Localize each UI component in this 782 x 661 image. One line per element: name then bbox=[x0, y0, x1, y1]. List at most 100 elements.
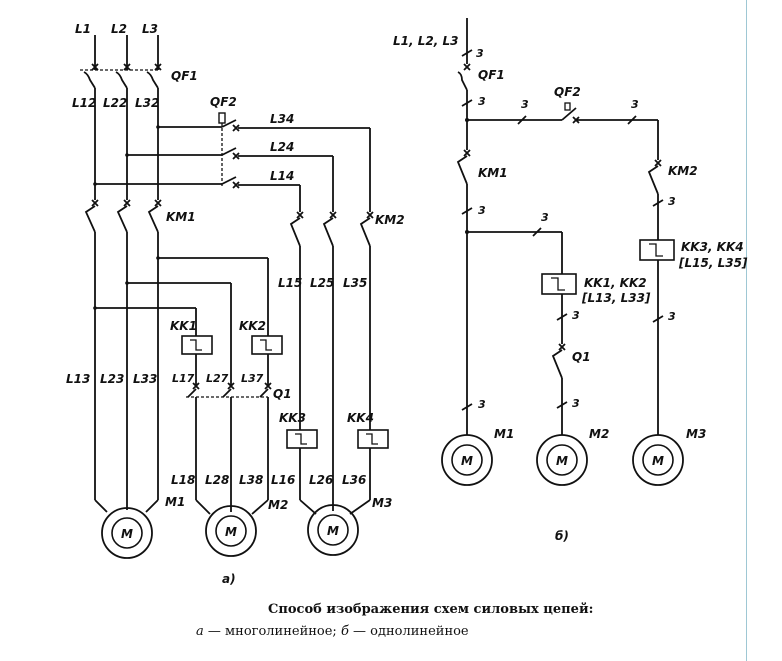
motor-m1-a: M M1 bbox=[101, 495, 185, 559]
label-l2: L2 bbox=[111, 22, 127, 36]
frame-border bbox=[746, 0, 747, 661]
wire-count: 3 bbox=[478, 204, 486, 217]
motor-symbol: M bbox=[556, 454, 568, 468]
label-m1-b: M1 bbox=[494, 427, 514, 441]
label-kk3-kk4: KK3, KK4 bbox=[681, 240, 744, 254]
label-l35: L35 bbox=[343, 276, 367, 290]
label-l38: L38 bbox=[239, 473, 263, 487]
qf2-feed bbox=[93, 125, 222, 186]
qf1-breaker: QF1 bbox=[80, 63, 198, 89]
motor-m3-a: M M3 bbox=[307, 496, 392, 556]
label-l24: L24 bbox=[270, 140, 294, 154]
kk2-relay: KK2 bbox=[239, 319, 283, 355]
label-l23: L23 bbox=[100, 372, 124, 386]
wire-count: 3 bbox=[521, 98, 529, 111]
kk1-kk2-relay-b: KK1, KK2 [L13, L33] bbox=[541, 273, 651, 305]
motor-m2-b: M M2 bbox=[536, 427, 609, 486]
motor-m1-b: M M1 bbox=[441, 427, 514, 486]
label-l12: L12 bbox=[72, 96, 96, 110]
label-l36: L36 bbox=[342, 473, 366, 487]
label-kk3-kk4-wires: [L15, L35] bbox=[678, 256, 748, 270]
label-km2-b: KM2 bbox=[668, 164, 698, 178]
label-l13: L13 bbox=[66, 372, 90, 386]
label-kk1-kk2-wires: [L13, L33] bbox=[581, 291, 651, 305]
wire-count: 3 bbox=[541, 211, 549, 224]
wire-count: 3 bbox=[476, 47, 484, 60]
qf2-breaker: QF2 bbox=[210, 95, 240, 189]
diagram-b: 3 L1, L2, L3 QF1 3 3 QF2 3 KM1 bbox=[393, 18, 748, 543]
caption-title: Способ изображения схем силовых цепей: bbox=[268, 602, 594, 617]
label-kk4: KK4 bbox=[347, 411, 374, 425]
motor-m2-a: M M2 bbox=[205, 498, 288, 557]
kk3-relay: KK3 bbox=[279, 411, 318, 449]
label-l16: L16 bbox=[271, 473, 295, 487]
label-l14: L14 bbox=[270, 169, 294, 183]
wire-count: 3 bbox=[478, 398, 486, 411]
label-q1: Q1 bbox=[273, 387, 292, 401]
motor-symbol: M bbox=[121, 527, 133, 541]
caption-b-text: однолинейное bbox=[370, 624, 469, 639]
km2-contactor: KM2 bbox=[289, 211, 405, 247]
wire-count: 3 bbox=[668, 195, 676, 208]
qf2-outputs: L34 L24 L14 bbox=[238, 112, 371, 212]
kk4-relay: KK4 bbox=[347, 411, 389, 449]
label-q1-b: Q1 bbox=[572, 350, 591, 364]
label-km1: KM1 bbox=[166, 210, 196, 224]
label-l28: L28 bbox=[205, 473, 229, 487]
kk1-relay: KK1 bbox=[170, 319, 213, 355]
label-qf1: QF1 bbox=[171, 69, 198, 83]
motor-symbol: M bbox=[652, 454, 664, 468]
label-l3: L3 bbox=[142, 22, 158, 36]
motor-symbol: M bbox=[461, 454, 473, 468]
label-qf2: QF2 bbox=[210, 95, 237, 109]
label-qf1-b: QF1 bbox=[478, 68, 505, 82]
label-l26: L26 bbox=[309, 473, 333, 487]
wire-count: 3 bbox=[668, 310, 676, 323]
label-l25: L25 bbox=[310, 276, 334, 290]
kk3-kk4-relay-b: KK3, KK4 [L15, L35] bbox=[639, 239, 748, 270]
label-kk2: KK2 bbox=[239, 319, 266, 333]
motor-symbol: M bbox=[225, 525, 237, 539]
label-l1: L1 bbox=[75, 22, 91, 36]
caption-subtitle: а — многолинейное; б — однолинейное bbox=[196, 624, 616, 639]
m2-branch-feed bbox=[93, 256, 269, 385]
diagram-b-label: б) bbox=[555, 529, 569, 543]
label-m3-b: M3 bbox=[686, 427, 706, 441]
label-m2-b: M2 bbox=[589, 427, 609, 441]
wire-count: 3 bbox=[631, 98, 639, 111]
caption-a-text: многолинейное; bbox=[225, 624, 337, 639]
label-qf2-b: QF2 bbox=[554, 85, 581, 99]
label-l27: L27 bbox=[206, 372, 229, 385]
label-phases: L1, L2, L3 bbox=[393, 34, 458, 48]
label-l33: L33 bbox=[133, 372, 157, 386]
caption-dash: — bbox=[353, 624, 371, 639]
label-l37: L37 bbox=[241, 372, 264, 385]
motor-symbol: M bbox=[327, 524, 339, 538]
qf1-breaker-b: QF1 bbox=[457, 63, 505, 91]
power-circuit-diagrams: L1 L2 L3 QF1 L12 L22 L32 bbox=[66, 18, 748, 586]
wire-count: 3 bbox=[572, 309, 580, 322]
diagram-a: L1 L2 L3 QF1 L12 L22 L32 bbox=[66, 22, 405, 586]
km1-contactor: KM1 bbox=[84, 199, 196, 233]
label-kk1-kk2: KK1, KK2 bbox=[584, 276, 647, 290]
label-km1-b: KM1 bbox=[478, 166, 508, 180]
caption-a-letter: а bbox=[196, 624, 204, 639]
label-km2: KM2 bbox=[375, 213, 405, 227]
label-kk3: KK3 bbox=[279, 411, 306, 425]
km1-contactor-b: KM1 bbox=[456, 149, 508, 185]
wire-count-slash bbox=[461, 49, 473, 57]
label-m3: M3 bbox=[372, 496, 392, 510]
label-l32: L32 bbox=[135, 96, 159, 110]
label-l18: L18 bbox=[171, 473, 195, 487]
label-m2: M2 bbox=[268, 498, 288, 512]
q1-switch: L17 L27 L37 Q1 bbox=[172, 372, 292, 500]
input-wires bbox=[94, 35, 159, 66]
diagram-a-label: а) bbox=[222, 572, 236, 586]
label-kk1: KK1 bbox=[170, 319, 197, 333]
wire-count: 3 bbox=[478, 95, 486, 108]
motor-m3-b: M M3 bbox=[632, 427, 706, 486]
label-l34: L34 bbox=[270, 112, 294, 126]
wire-count: 3 bbox=[572, 397, 580, 410]
label-l22: L22 bbox=[103, 96, 127, 110]
qf2-breaker-b: QF2 bbox=[554, 85, 581, 124]
